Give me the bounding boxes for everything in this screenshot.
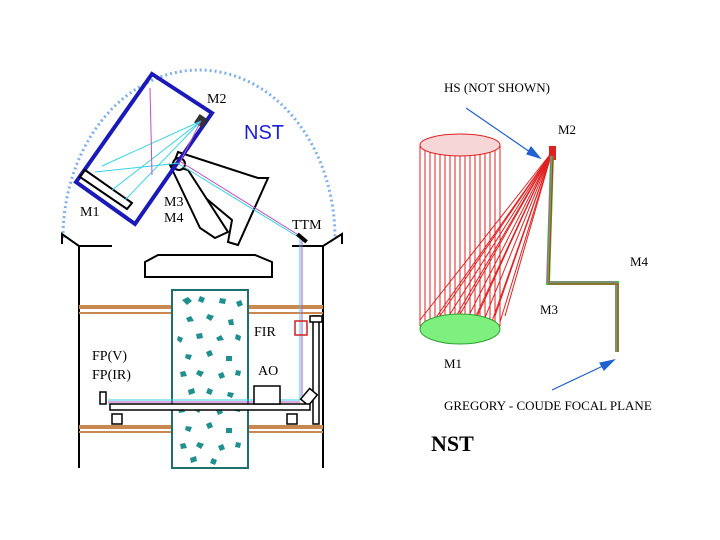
label-nst-left: NST [244, 122, 284, 144]
label-hs: HS (NOT SHOWN) [444, 80, 550, 95]
m1-to-m2-cone [419, 151, 553, 334]
arrows [465, 107, 616, 391]
label-fp-ir: FP(IR) [92, 368, 131, 383]
right-raytrace-diagram: HS (NOT SHOWN) M2 M4 M3 M1 GREGORY - COU… [419, 80, 652, 456]
building-walls [61, 232, 343, 468]
label-m3-right: M3 [540, 302, 558, 317]
fir-box [294, 320, 308, 336]
label-m1-right: M1 [444, 356, 462, 371]
m2-mirror [549, 146, 556, 160]
label-nst-right: NST [431, 431, 474, 456]
coude-beam-path [545, 155, 619, 352]
optical-bench [99, 385, 311, 425]
label-m1-left: M1 [80, 205, 99, 220]
ttm-mirror [296, 232, 308, 244]
label-m2-left: M2 [207, 92, 226, 107]
telescope-mount [144, 150, 273, 278]
optical-rail [299, 315, 323, 425]
label-fir: FIR [254, 325, 276, 340]
label-ttm: TTM [292, 218, 322, 233]
arrow-head-hs [526, 145, 542, 160]
label-focal-plane: GREGORY - COUDE FOCAL PLANE [444, 398, 652, 413]
label-m2-right: M2 [558, 122, 576, 137]
label-ao: AO [258, 364, 278, 379]
label-m3-left: M3 [164, 195, 183, 210]
left-telescope-diagram: NST M2 M1 M3 M4 TTM FIR AO FP(V) FP(IR) [61, 68, 343, 469]
label-m4-left: M4 [164, 211, 183, 226]
label-m4-right: M4 [630, 254, 649, 269]
m1-beam-cylinder [419, 133, 501, 331]
m1-mirror [419, 313, 501, 345]
floor-beams [79, 305, 323, 433]
concrete-pier [171, 289, 249, 469]
label-fp-v: FP(V) [92, 349, 127, 364]
arrow-head-focal [599, 358, 616, 371]
